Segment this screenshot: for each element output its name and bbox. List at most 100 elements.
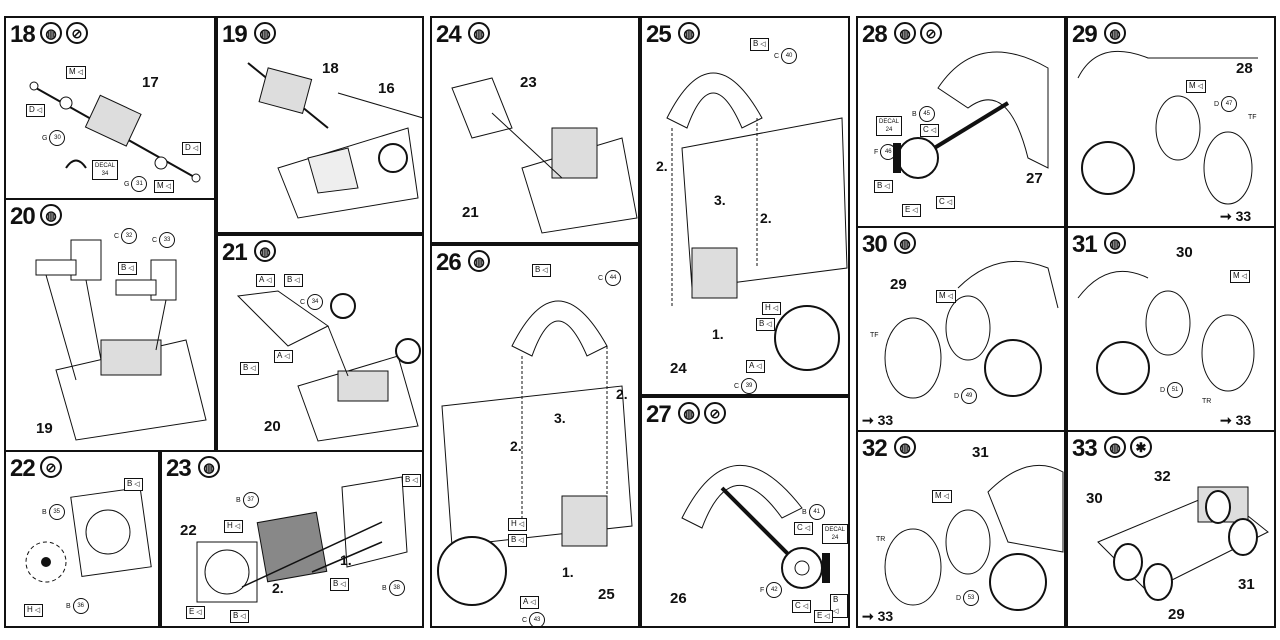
glue-icon: ◍ bbox=[254, 22, 276, 44]
step-number: 32 bbox=[862, 435, 888, 462]
step-number: 22 bbox=[10, 455, 36, 482]
step-order-3: 3. bbox=[714, 192, 726, 208]
tire-rear-label: TR bbox=[1202, 398, 1212, 405]
sprue-tag-A: A bbox=[746, 360, 765, 373]
no-glue-icon: ⊘ bbox=[704, 402, 726, 424]
part-drawing bbox=[1077, 50, 1258, 205]
tire-rear-label: TR bbox=[876, 536, 886, 543]
part-letter: B bbox=[382, 584, 387, 592]
part-27: 27 bbox=[1026, 170, 1043, 187]
part-number: 36 bbox=[72, 598, 89, 614]
sprue-tag-H: H bbox=[224, 520, 244, 533]
part-letter: C bbox=[598, 274, 604, 282]
sprue-tag-M: M bbox=[1230, 270, 1250, 283]
part-drawing bbox=[884, 464, 1064, 611]
part-17: 17 bbox=[142, 74, 159, 91]
sprue-tag-B: B bbox=[118, 262, 137, 275]
step-21-panel: 21 ◍ A B C34 A B 20 bbox=[216, 234, 424, 452]
sprue-tag-B: B bbox=[874, 180, 893, 193]
sprue-tag-D: D bbox=[182, 142, 202, 155]
step-number: 27 bbox=[646, 401, 672, 428]
sprue-tag-B: B bbox=[532, 264, 551, 277]
part-number: 44 bbox=[605, 270, 622, 286]
sprue-tag-B: B bbox=[402, 474, 421, 487]
step-order-1: 1. bbox=[712, 326, 724, 342]
part-number: 53 bbox=[963, 590, 980, 606]
part-18: 18 bbox=[322, 60, 339, 77]
part-letter: B bbox=[42, 508, 47, 516]
sprue-tag-M: M bbox=[154, 180, 174, 193]
part-number: 49 bbox=[961, 388, 978, 404]
sprue-tag-B: B bbox=[240, 362, 259, 375]
sprue-tag-B: B bbox=[284, 274, 303, 287]
sprue-tag-C: C bbox=[792, 600, 812, 613]
no-glue-icon: ⊘ bbox=[920, 22, 942, 44]
glue-icon: ◍ bbox=[894, 22, 916, 44]
sprue-tag-B: B bbox=[330, 578, 349, 591]
glue-icon: ◍ bbox=[254, 240, 276, 262]
step-order-2: 2. bbox=[510, 438, 522, 454]
step-29-panel: 29 ◍ 28 M D47 TF ➞ 33 bbox=[1066, 16, 1276, 228]
sprue-tag-E: E bbox=[902, 204, 921, 217]
part-19: 19 bbox=[36, 420, 53, 437]
part-25: 25 bbox=[598, 586, 615, 603]
part-letter: D bbox=[954, 392, 960, 400]
part-29: 29 bbox=[890, 276, 907, 293]
step-number: 25 bbox=[646, 21, 672, 48]
part-30: 30 bbox=[1176, 244, 1193, 261]
part-20: 20 bbox=[264, 418, 281, 435]
sprue-tag-C: C bbox=[794, 522, 814, 535]
sprue-tag-B: B bbox=[508, 534, 527, 547]
glue-icon: ◍ bbox=[1104, 436, 1126, 458]
part-drawing bbox=[884, 260, 1059, 399]
sprue-tag-B: B bbox=[124, 478, 143, 491]
part-number: 30 bbox=[49, 130, 66, 146]
part-32: 32 bbox=[1154, 468, 1171, 485]
step-number: 30 bbox=[862, 231, 888, 258]
part-number: 47 bbox=[1221, 96, 1238, 112]
glue-icon: ◍ bbox=[40, 204, 62, 226]
page-middle: 24 ◍ 23 21 25 ◍ B C40 2. 3. 2. H B 1. A … bbox=[430, 8, 850, 628]
part-number: 38 bbox=[388, 580, 405, 596]
next-step-number: 33 bbox=[877, 412, 894, 428]
part-letter: C bbox=[300, 298, 306, 306]
part-number: 45 bbox=[918, 106, 935, 122]
sprue-tag-B: B bbox=[230, 610, 249, 623]
sprue-tag-B: B bbox=[750, 38, 769, 51]
part-number: 32 bbox=[121, 228, 138, 244]
part-number: 46 bbox=[880, 144, 897, 160]
sprue-tag-H: H bbox=[762, 302, 782, 315]
step-32-panel: 32 ◍ 31 M TR D53 ➞ 33 bbox=[856, 430, 1066, 628]
step-number: 31 bbox=[1072, 231, 1098, 258]
step-number: 29 bbox=[1072, 21, 1098, 48]
next-step-arrow: ➞ 33 bbox=[862, 412, 894, 428]
step-number: 21 bbox=[222, 239, 248, 266]
step-order-1: 1. bbox=[340, 552, 352, 568]
decal-text: DECAL bbox=[879, 119, 900, 125]
sprue-tag-E: E bbox=[186, 606, 205, 619]
part-number: 31 bbox=[131, 176, 148, 192]
part-drawing bbox=[236, 290, 421, 442]
part-letter: C bbox=[522, 616, 528, 624]
next-step-arrow: ➞ 33 bbox=[1220, 412, 1252, 428]
next-step-number: 33 bbox=[1235, 412, 1252, 428]
next-step-number: 33 bbox=[1235, 208, 1252, 224]
sprue-tag-B: B bbox=[756, 318, 775, 331]
part-24: 24 bbox=[670, 360, 687, 377]
sprue-tag-C: C bbox=[936, 196, 956, 209]
sprue-tag-A: A bbox=[520, 596, 539, 609]
step-31-panel: 31 ◍ 30 M D51 TR ➞ 33 bbox=[1066, 226, 1276, 432]
